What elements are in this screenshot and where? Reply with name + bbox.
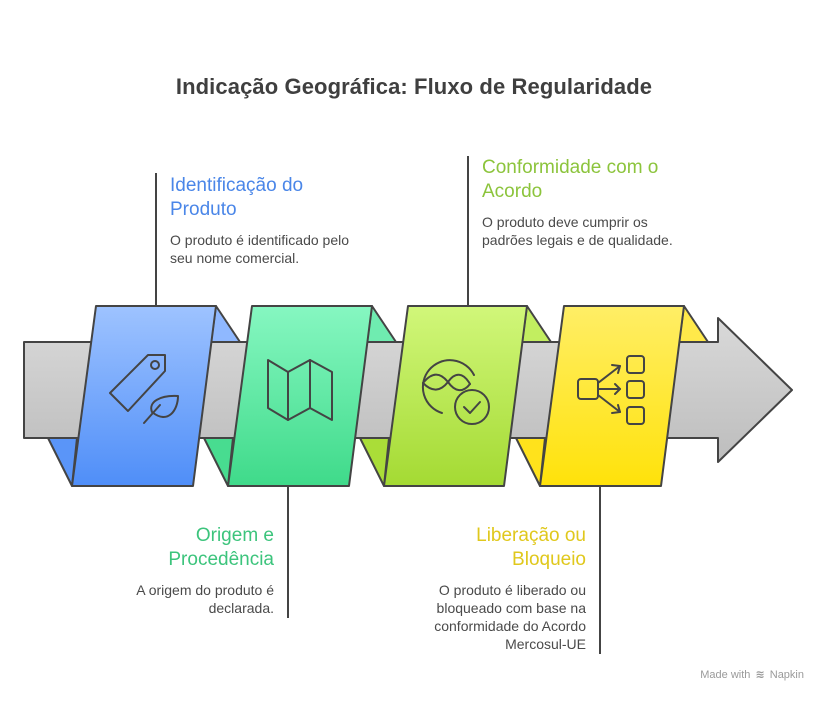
- step-4-heading: Liberação ou Bloqueio: [476, 525, 586, 570]
- made-with-label: Made with: [700, 669, 751, 681]
- step-1-heading: Identificação do Produto: [170, 175, 304, 220]
- step-2-description: A origem do produto é declarada.: [136, 582, 274, 616]
- dna-checkmark-icon: [421, 359, 490, 425]
- step-2-text: Origem e Procedência A origem do produto…: [96, 524, 274, 617]
- step-panel-3: [383, 305, 528, 487]
- step-3-text: Conformidade com o Acordo O produto deve…: [482, 156, 702, 249]
- step-4-text: Liberação ou Bloqueio O produto é libera…: [400, 524, 586, 653]
- price-tag-leaf-icon: [109, 354, 179, 424]
- step-panel-2: [227, 305, 373, 487]
- step-1-text: Identificação do Produto O produto é ide…: [170, 174, 370, 267]
- step-panel-1: [71, 305, 217, 487]
- step-2-heading: Origem e Procedência: [168, 525, 274, 570]
- distribution-arrows-icon: [577, 355, 645, 425]
- step-3-description: O produto deve cumprir os padrões legais…: [482, 214, 673, 248]
- diagram-title: Indicação Geográfica: Fluxo de Regularid…: [175, 74, 653, 99]
- made-with-napkin-footer: Made with ≋ Napkin: [700, 668, 804, 681]
- napkin-brand-label: Napkin: [769, 669, 804, 681]
- step-4-description: O produto é liberado ou bloqueado com ba…: [434, 582, 586, 652]
- step-1-description: O produto é identificado pelo seu nome c…: [170, 232, 350, 266]
- napkin-logo-icon: ≋: [755, 669, 765, 681]
- step-3-heading: Conformidade com o Acordo: [482, 157, 659, 202]
- step-panel-4: [539, 305, 685, 487]
- folded-map-icon: [267, 359, 333, 421]
